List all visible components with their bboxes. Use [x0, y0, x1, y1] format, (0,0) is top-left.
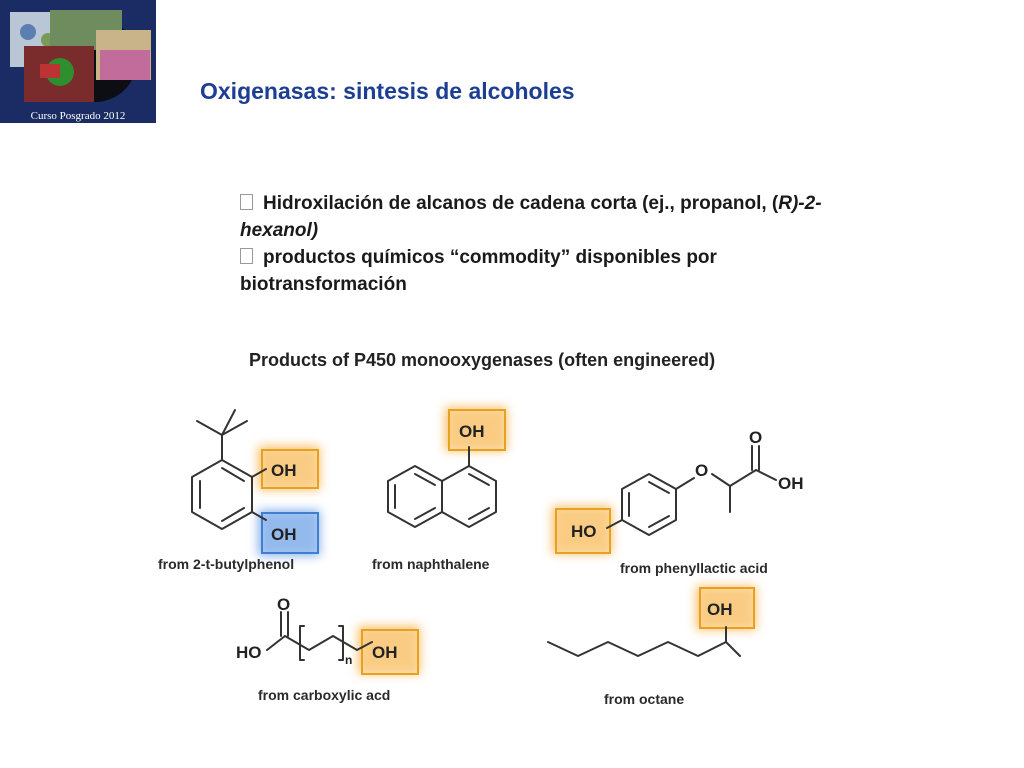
molecule-carboxylic-acid — [266, 611, 373, 661]
highlight-boxes — [261, 409, 755, 675]
caption-naphthalene: from naphthalene — [372, 556, 490, 572]
highlight-glows — [258, 407, 756, 674]
bullet-marker-icon — [240, 194, 253, 210]
bullet-2-text: productos químicos “commodity” disponibl… — [240, 247, 717, 295]
caption-carboxylic-acid: from carboxylic acd — [258, 687, 391, 703]
atom-oh: OH — [372, 643, 398, 662]
bullet-item-1: Hidroxilación de alcanos de cadena corta… — [240, 190, 860, 244]
molecule-naphthalene — [387, 446, 497, 528]
bullet-1-italic-r: R — [778, 193, 792, 214]
bullet-1-text-end: )-2-hexanol) — [240, 193, 822, 241]
caption-butylphenol: from 2-t-butylphenol — [158, 556, 295, 572]
course-logo: Curso Posgrado 2012 — [0, 0, 156, 123]
atom-ho: HO — [236, 643, 262, 662]
molecule-phenyllactic-acid — [606, 445, 777, 536]
figure-title: Products of P450 monooxygenases (often e… — [249, 350, 716, 370]
atom-labels: OH OH OH O O OH HO O HO n OH OH — [236, 422, 804, 667]
atom-n-subscript: n — [345, 653, 352, 667]
bullet-list: Hidroxilación de alcanos de cadena corta… — [240, 190, 860, 298]
atom-ho: HO — [571, 522, 597, 541]
caption-octane: from octane — [604, 691, 685, 707]
bullet-1-text: Hidroxilación de alcanos de cadena corta… — [263, 193, 779, 214]
atom-o: O — [749, 428, 762, 447]
molecule-octane — [547, 626, 741, 657]
bullet-item-2: productos químicos “commodity” disponibl… — [240, 244, 860, 298]
atom-o: O — [277, 595, 290, 614]
caption-phenyllactic-acid: from phenyllactic acid — [620, 560, 768, 576]
atom-oh: OH — [271, 525, 297, 544]
atom-oh: OH — [707, 600, 733, 619]
atom-o: O — [695, 461, 708, 480]
atom-oh: OH — [459, 422, 485, 441]
logo-caption: Curso Posgrado 2012 — [30, 110, 126, 122]
atom-oh: OH — [778, 474, 804, 493]
slide-title: Oxigenasas: sintesis de alcoholes — [200, 78, 575, 104]
logo-collage-image — [0, 0, 156, 123]
molecule-butylphenol — [191, 409, 267, 530]
atom-oh: OH — [271, 461, 297, 480]
bullet-marker-icon — [240, 248, 253, 264]
